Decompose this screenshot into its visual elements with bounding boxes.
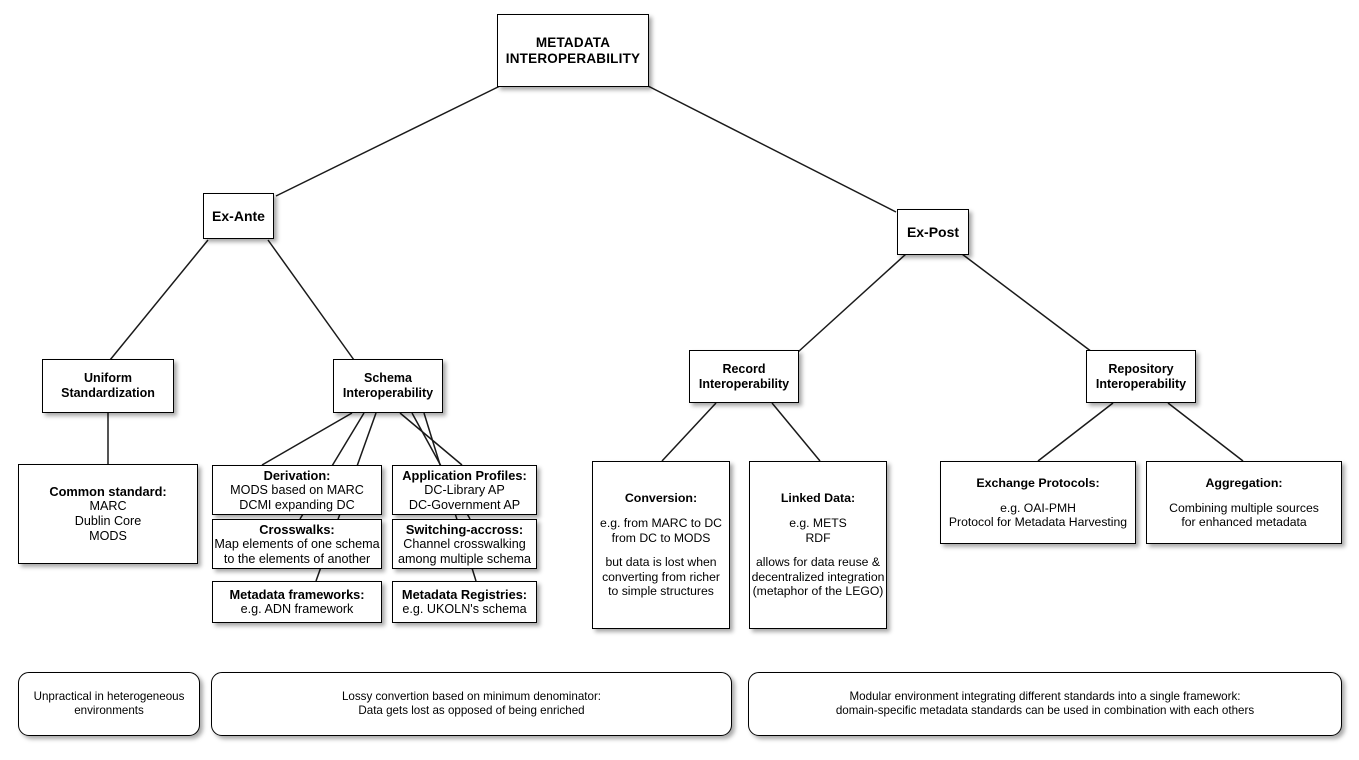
node-derivation[interactable]: Derivation: MODS based on MARC DCMI expa… [212, 465, 382, 515]
node-schema-line-2: Interoperability [342, 386, 434, 400]
summary-line: Data gets lost as opposed of being enric… [358, 704, 585, 717]
leaf-body-line: e.g. OAI-PMH [1000, 500, 1076, 515]
node-ex-post-label: Ex-Post [906, 223, 960, 240]
summary-line: environments [74, 704, 144, 717]
leaf-body-line: e.g. from MARC to DC [600, 516, 722, 531]
leaf-body-line: Channel crosswalking [403, 536, 526, 551]
leaf-body-line: among multiple schema [398, 551, 531, 566]
node-ex-ante[interactable]: Ex-Ante [203, 193, 274, 239]
node-metadata-interoperability[interactable]: METADATA INTEROPERABILITY [497, 14, 649, 87]
leaf-title: Metadata Registries: [401, 587, 528, 603]
node-switching-accross[interactable]: Switching-accross: Channel crosswalking … [392, 519, 537, 569]
leaf-body-line: Protocol for Metadata Harvesting [948, 514, 1128, 529]
node-application-profiles[interactable]: Application Profiles: DC-Library AP DC-G… [392, 465, 537, 515]
leaf-title: Switching-accross: [405, 521, 524, 537]
leaf-body-line: Dublin Core [74, 514, 142, 529]
leaf-title: Derivation: [263, 467, 331, 483]
leaf-body-line: MODS based on MARC [230, 482, 364, 497]
node-root-line-2: INTEROPERABILITY [505, 50, 641, 66]
leaf-title: Aggregation: [1205, 475, 1283, 490]
node-ex-ante-label: Ex-Ante [212, 207, 265, 224]
node-repository-line-2: Interoperability [1095, 376, 1187, 391]
node-summary-modular-environment[interactable]: Modular environment integrating differen… [748, 672, 1342, 736]
leaf-title: Linked Data: [780, 491, 856, 506]
node-ex-post[interactable]: Ex-Post [897, 209, 969, 255]
leaf-body-line: MODS [89, 528, 127, 543]
node-exchange-protocols[interactable]: Exchange Protocols: e.g. OAI-PMH Protoco… [940, 461, 1136, 544]
edge-record-to-linked-data [771, 402, 821, 462]
edge-repository-to-aggregation [1167, 402, 1244, 462]
edge-schema-to-application-profiles [399, 412, 463, 466]
leaf-body-line: MARC [89, 499, 127, 514]
edge-ex-post-to-repository [961, 253, 1093, 353]
edge-repository-to-exchange-protocols [1037, 402, 1114, 462]
node-summary-lossy-conversion[interactable]: Lossy convertion based on minimum denomi… [211, 672, 732, 736]
leaf-body-line: DC-Government AP [408, 497, 521, 512]
leaf-body-line: to the elements of another [223, 551, 371, 566]
edge-ex-post-to-record [797, 253, 907, 353]
node-repository-line-1: Repository [1108, 361, 1174, 376]
node-schema-interoperability[interactable]: Schema Interoperability [333, 359, 443, 413]
node-summary-unpractical[interactable]: Unpractical in heterogeneous environment… [18, 672, 200, 736]
edge-root-to-ex-post [647, 85, 897, 213]
edge-root-to-ex-ante [275, 85, 501, 197]
leaf-body-line: Combining multiple sources [1169, 500, 1319, 515]
node-uniform-line-2: Standardization [61, 386, 155, 400]
leaf-body-line: (metaphor of the LEGO) [752, 584, 884, 599]
summary-line: Unpractical in heterogeneous [33, 690, 185, 704]
leaf-body-line: Map elements of one schema [214, 536, 380, 551]
node-common-standard[interactable]: Common standard: MARC Dublin Core MODS [18, 464, 198, 564]
node-linked-data[interactable]: Linked Data: e.g. METS RDF allows for da… [749, 461, 887, 629]
leaf-body-line: allows for data reuse & [756, 555, 880, 570]
leaf-title: Crosswalks: [259, 521, 335, 537]
node-aggregation[interactable]: Aggregation: Combining multiple sources … [1146, 461, 1342, 544]
node-record-interoperability[interactable]: Record Interoperability [689, 350, 799, 403]
node-schema-line-1: Schema [364, 371, 412, 386]
node-crosswalks[interactable]: Crosswalks: Map elements of one schema t… [212, 519, 382, 569]
summary-line: Lossy convertion based on minimum denomi… [341, 690, 602, 704]
leaf-title: Metadata frameworks: [229, 587, 365, 603]
node-uniform-standardization[interactable]: Uniform Standardization [42, 359, 174, 413]
leaf-title: Application Profiles: [402, 467, 527, 483]
leaf-body-line: e.g. ADN framework [240, 602, 354, 617]
node-uniform-line-1: Uniform [84, 371, 132, 386]
node-root-line-1: METADATA [535, 34, 611, 50]
node-metadata-frameworks[interactable]: Metadata frameworks: e.g. ADN framework [212, 581, 382, 623]
leaf-body-line: from DC to MODS [611, 530, 711, 545]
leaf-body-line: DC-Library AP [424, 482, 505, 497]
node-conversion[interactable]: Conversion: e.g. from MARC to DC from DC… [592, 461, 730, 629]
node-record-line-2: Interoperability [698, 376, 790, 391]
edge-ex-ante-to-uniform [109, 239, 209, 361]
edge-record-to-conversion [661, 402, 717, 462]
leaf-title: Conversion: [624, 491, 698, 506]
leaf-body-line: but data is lost when [605, 555, 717, 570]
leaf-title: Common standard: [49, 484, 167, 500]
leaf-body-line: e.g. METS [789, 516, 847, 531]
leaf-body-line: RDF [805, 530, 831, 545]
node-metadata-registries[interactable]: Metadata Registries: e.g. UKOLN's schema [392, 581, 537, 623]
node-repository-interoperability[interactable]: Repository Interoperability [1086, 350, 1196, 403]
leaf-title: Exchange Protocols: [976, 475, 1100, 490]
leaf-body-line: converting from richer [602, 569, 720, 584]
leaf-body-line: decentralized integration [751, 569, 885, 584]
edge-ex-ante-to-schema [267, 239, 355, 361]
leaf-body-line: DCMI expanding DC [239, 497, 355, 512]
summary-line: Modular environment integrating differen… [849, 690, 1241, 704]
node-record-line-1: Record [722, 361, 766, 376]
summary-line: domain-specific metadata standards can b… [835, 704, 1255, 717]
leaf-body-line: for enhanced metadata [1181, 514, 1307, 529]
leaf-body-line: to simple structures [608, 584, 714, 599]
leaf-body-line: e.g. UKOLN's schema [402, 602, 527, 617]
edge-schema-to-derivation [261, 412, 353, 466]
